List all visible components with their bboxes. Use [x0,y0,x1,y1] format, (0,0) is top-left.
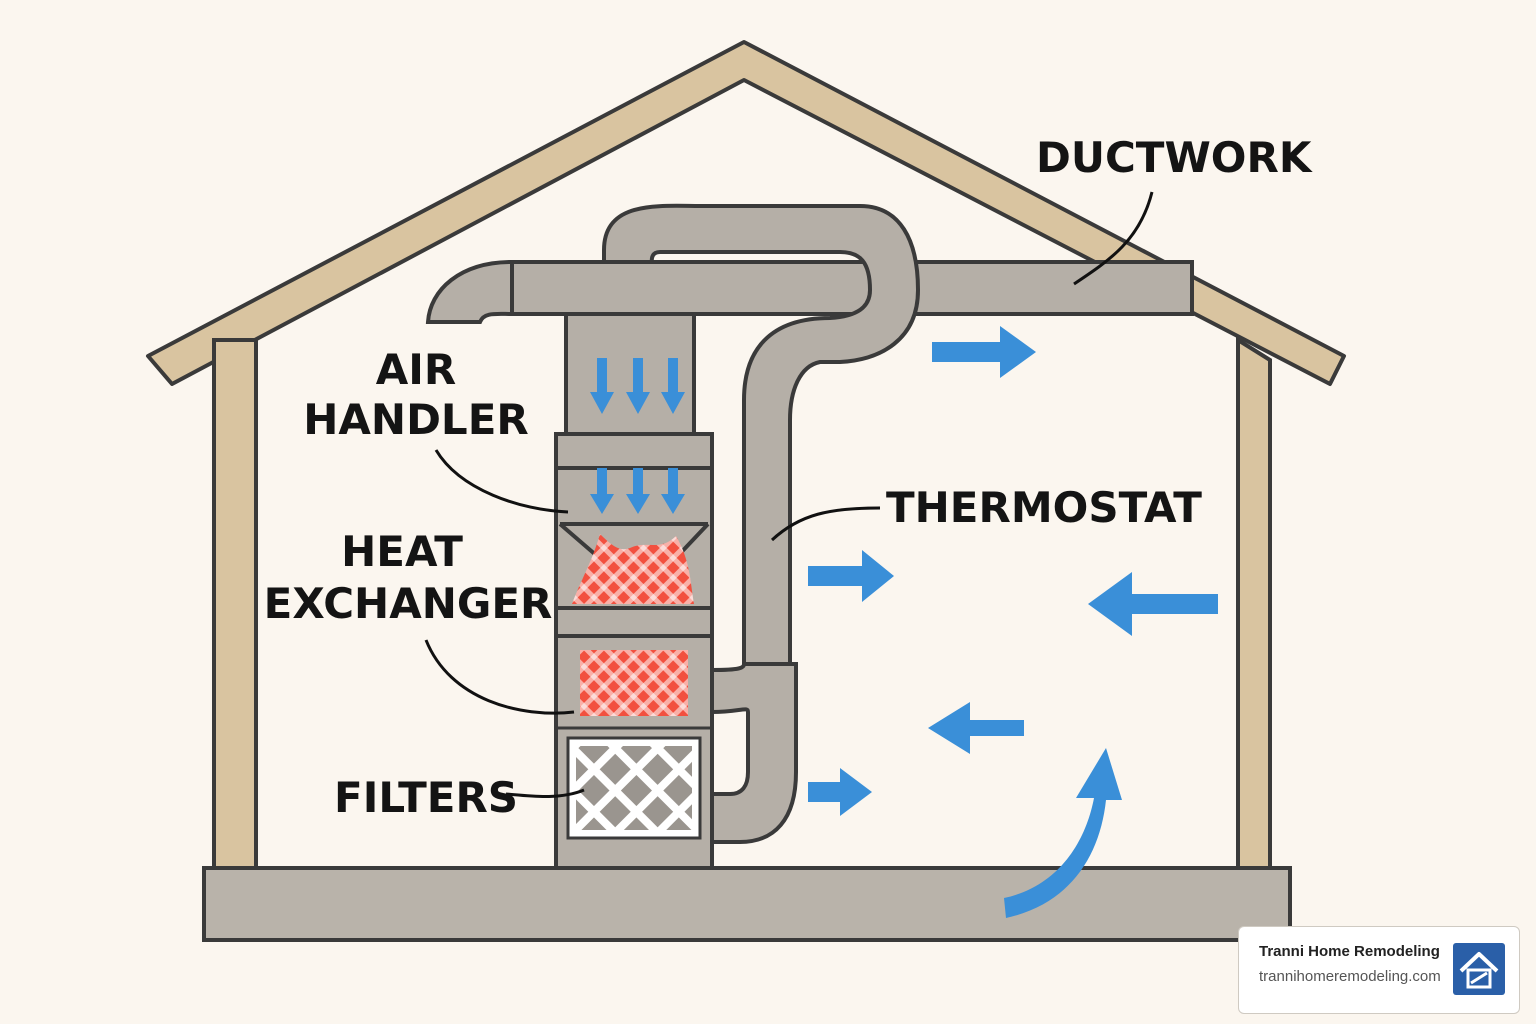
room-airflow-arrows [808,326,1218,918]
floor-slab [202,866,1292,942]
burner-box [580,650,688,716]
ductwork [425,203,1194,844]
filters-label: FILTERS [334,773,518,822]
curved-return-arrow-icon [1004,748,1122,918]
heat-exchanger-label-line2: EXCHANGER [264,579,553,628]
house-frame [146,40,1346,872]
brand-badge[interactable]: Tranni Home Remodeling trannihomeremodel… [1238,926,1520,1014]
brand-badge-text: Tranni Home Remodeling trannihomeremodel… [1259,943,1441,985]
thermostat-label: THERMOSTAT [886,483,1202,532]
air-handler-label-line1: AIR [376,345,456,394]
heat-exchanger [572,534,694,604]
house-logo-icon [1453,943,1505,995]
brand-name: Tranni Home Remodeling [1259,943,1440,960]
heat-exchanger-label-line1: HEAT [341,527,463,576]
ductwork-label: DUCTWORK [1036,133,1313,182]
filter [566,736,702,840]
leader-lines [424,191,1154,798]
brand-url: trannihomeremodeling.com [1259,968,1441,985]
air-handler-label-line2: HANDLER [303,395,528,444]
downflow-arrows [590,358,685,514]
